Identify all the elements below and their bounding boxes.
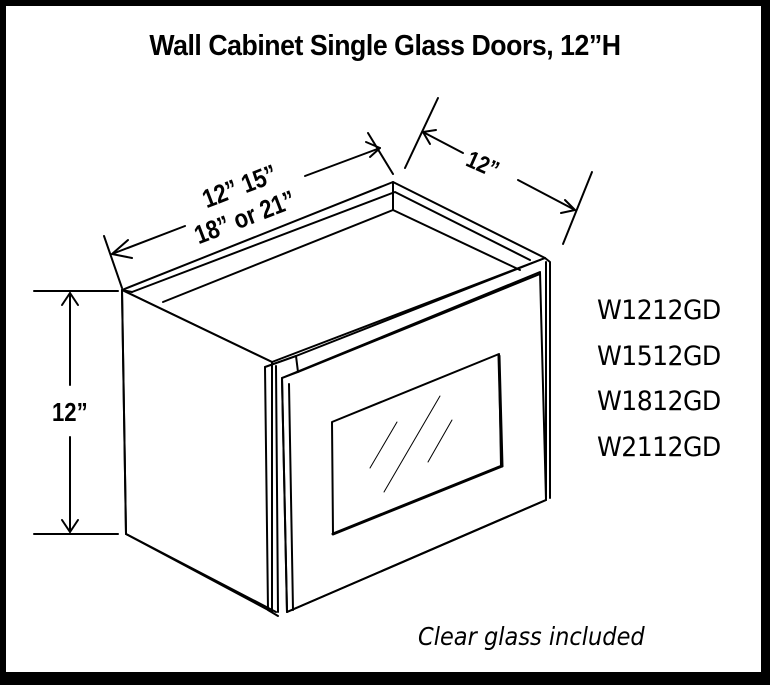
model-item: W2112GD bbox=[597, 431, 721, 463]
model-list: W1212GD W1512GD W1812GD W2112GD bbox=[597, 288, 730, 470]
model-item: W1512GD bbox=[597, 340, 721, 372]
glass-note: Clear glass included bbox=[418, 622, 645, 651]
glass-reflection-lines bbox=[369, 395, 453, 493]
width-dimension-line bbox=[103, 132, 394, 289]
height-label: 12” bbox=[52, 397, 88, 427]
figure-title: Wall Cabinet Single Glass Doors, 12”H bbox=[149, 30, 621, 62]
height-dimension-line bbox=[33, 290, 119, 535]
cabinet-face-frame bbox=[264, 257, 551, 617]
glass-panel bbox=[331, 353, 504, 536]
cabinet-left-side bbox=[121, 289, 277, 613]
depth-dimension-line bbox=[404, 97, 593, 245]
model-item: W1812GD bbox=[597, 386, 721, 417]
model-item: W1212GD bbox=[597, 295, 721, 326]
